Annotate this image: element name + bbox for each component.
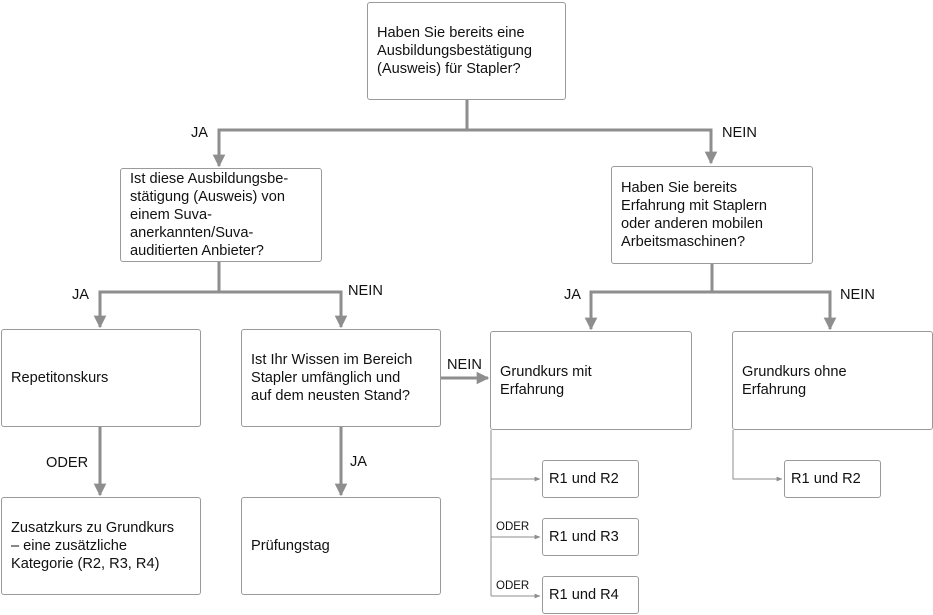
edge-grundkurs-ohne (732, 430, 783, 482)
edge-erfahrung-ja (584, 264, 714, 331)
label-nein-suva: NEIN (348, 283, 383, 299)
label-nein-ausweis: NEIN (722, 125, 757, 141)
result-repetitionskurs: Repetitonskurs (1, 329, 201, 427)
option-r1-r2: R1 und R2 (542, 460, 639, 498)
edge-suva-nein (219, 290, 348, 329)
label-nein-erfahrung: NEIN (840, 287, 875, 303)
edge-ausweis-ja (212, 100, 469, 168)
result-grundkurs-ohne-erfahrung: Grundkurs ohne Erfahrung (732, 331, 933, 430)
option-r1-r3: R1 und R3 (542, 518, 639, 556)
option-r1-r4: R1 und R4 (542, 576, 639, 614)
label-ja-ausweis: JA (191, 125, 209, 141)
edge-ausweis-nein (467, 128, 718, 165)
question-wissen: Ist Ihr Wissen im Bereich Stapler umfäng… (241, 329, 441, 427)
label-ja-suva: JA (72, 287, 90, 303)
label-ja-wissen: JA (350, 454, 368, 470)
question-suva-anbieter: Ist diese Ausbildungsbe- stätigung (Ausw… (120, 168, 322, 262)
label-oder-repetition: ODER (46, 455, 89, 471)
edge-suva-ja (93, 262, 221, 329)
option-r1-r2-ohne: R1 und R2 (784, 460, 881, 498)
question-ausweis: Haben Sie bereits eine Ausbildungsbestät… (367, 2, 566, 100)
result-grundkurs-mit-erfahrung: Grundkurs mit Erfahrung (490, 331, 692, 430)
label-nein-wissen: NEIN (447, 357, 482, 373)
question-erfahrung: Haben Sie bereits Erfahrung mit Staplern… (611, 166, 813, 264)
label-oder-r1r3: ODER (496, 521, 530, 533)
result-pruefungstag: Prüfungstag (241, 497, 441, 595)
label-ja-erfahrung: JA (564, 287, 582, 303)
label-oder-r1r4: ODER (496, 580, 530, 592)
result-zusatzkurs: Zusatzkurs zu Grundkurs – eine zusätzlic… (1, 497, 201, 595)
edge-erfahrung-nein (712, 290, 837, 331)
